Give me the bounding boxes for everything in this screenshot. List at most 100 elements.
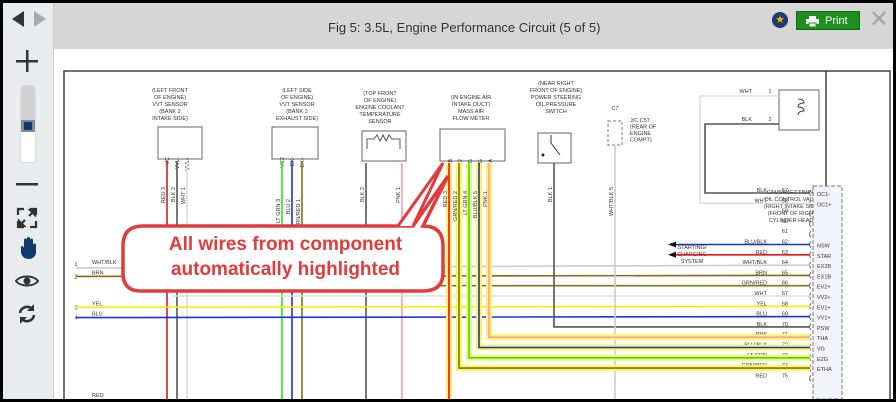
ecm-pin-number: 67	[782, 291, 788, 297]
vvt-intake-pin: VVL+	[185, 157, 191, 171]
left-wire-3	[75, 305, 811, 309]
ecm-wire-color-label: BLK	[757, 322, 768, 328]
left-wire-number: 1	[74, 262, 77, 268]
ocv-solenoid-icon	[797, 98, 805, 116]
maf-wire-label: LT GRN 4	[463, 191, 469, 215]
zoom-slider-handle[interactable]	[21, 120, 35, 132]
ecm-pin-number: 64	[782, 260, 788, 266]
maf-pin: +B	[448, 159, 454, 166]
left-wire-label: BRN	[92, 270, 104, 276]
ecm-pin-number: 59	[782, 209, 788, 215]
vvt-intake-wire-label: WHT 1	[181, 187, 187, 204]
ecm-connector-box	[812, 185, 843, 399]
maf-wire-label: BLU/BLK 5	[473, 191, 479, 218]
prev-arrow-icon[interactable]	[10, 10, 26, 28]
ecm-pin-number: 68	[782, 301, 788, 307]
ecm-pin-number: 61	[782, 229, 788, 235]
ecm-wire-color-label: BLU	[756, 312, 767, 318]
callout-line-1: All wires from component	[168, 234, 403, 255]
zoom-slider[interactable]	[20, 85, 36, 163]
maf-wire-label: GRN/RED 2	[453, 191, 459, 221]
arrow-icon	[668, 251, 676, 258]
next-arrow-icon[interactable]	[32, 10, 48, 28]
ecm-pin-terminal	[809, 210, 812, 217]
ecm-pin-number: 66	[782, 281, 788, 287]
thermistor-symbol	[366, 133, 401, 149]
zoom-in-icon[interactable]	[15, 49, 39, 73]
switch-contact	[550, 135, 561, 156]
vvt-exhaust-pin: EX+	[300, 157, 306, 168]
power-steering-switch-label-line: (NEAR RIGHT	[538, 81, 574, 87]
ecm-pin-number: 60	[782, 219, 788, 225]
maf-wire-e2g	[468, 163, 810, 359]
vvt-intake-pin: VVL-	[175, 157, 181, 169]
junction-label-line: ENGINE	[630, 131, 651, 137]
refresh-icon[interactable]	[16, 303, 38, 325]
oil-control-valve-label-line: OIL CONTROL VALVE	[764, 197, 820, 203]
vvt-exhaust-sensor-label-line: OF ENGINE)	[281, 95, 313, 101]
switch-terminal	[541, 153, 545, 157]
mass-air-flow-meter-label-line: MASS AIR	[458, 109, 484, 115]
power-steering-switch-label-line: FRONT OF ENGINE)	[530, 88, 583, 94]
junction-connector-box	[607, 120, 623, 146]
arrow-icon	[668, 241, 676, 248]
ecm-pin-number: 70	[782, 322, 788, 328]
figure-title: Fig 5: 3.5L, Engine Performance Circuit …	[328, 20, 601, 35]
ecm-pin-terminal	[809, 375, 812, 382]
maf-pin: E2	[458, 159, 464, 166]
vvt-exhaust-wire-label: GRN/RED 1	[296, 199, 302, 229]
junction-label-line: J/C C57	[630, 118, 650, 124]
fit-to-screen-icon[interactable]	[16, 207, 38, 229]
vvt-intake-sensor-label-line: (BANK 2	[159, 109, 180, 115]
ecm-pin-name: VG	[817, 347, 825, 353]
vvt-intake-sensor-label-line: VVT SENSOR	[152, 102, 187, 108]
power-steering-switch-label-line: OIL PRESSURE	[536, 102, 577, 108]
vvt-exhaust-wire-label: BLU 2	[286, 199, 292, 214]
vvt-exhaust-sensor-label-line: (BANK 2	[286, 109, 307, 115]
ecm-pin-name: OC1+	[817, 202, 832, 208]
maf-pin: VG	[478, 159, 484, 167]
view-eye-icon[interactable]	[15, 273, 39, 289]
ocv-box	[778, 89, 820, 131]
ecm-wire-color-label: GRN/RED	[742, 281, 767, 287]
left-wire-label: BLU	[92, 312, 103, 318]
mass-air-flow-meter-label-line: (IN ENGINE AIR	[451, 95, 491, 101]
ecm-wire-color-label: WHT	[754, 198, 767, 204]
ecm-pin-name: E2G	[817, 357, 828, 363]
ecm-pin-number: 65	[782, 270, 788, 276]
vvt-intake-wire-label: BLK 2	[171, 187, 177, 202]
pan-hand-icon[interactable]	[17, 236, 37, 260]
vvt-exhaust-sensor-label-line: (LEFT SIDE	[282, 88, 312, 94]
ecm-pin-name: ETHA	[817, 367, 832, 373]
coolant-temp-sensor-label-line: TEMPERATURE	[359, 112, 400, 118]
print-button[interactable]: Print	[796, 11, 860, 30]
zoom-out-icon[interactable]	[15, 181, 39, 189]
ecm-pin-number: 62	[782, 240, 788, 246]
left-wire-label: WHT/BLK	[92, 260, 117, 266]
ecm-pin-name: VV2+	[817, 295, 831, 301]
ecm-pin-number: 75	[782, 373, 788, 379]
ecm-wire-color-label: BLU/BLK	[744, 240, 767, 246]
ocv-wire-label: WHT	[739, 89, 752, 95]
vvt-exhaust-pin: EX-	[290, 157, 296, 166]
ecm-pin-name: EX1B	[817, 274, 831, 280]
ecm-wire-color-label: YEL	[757, 301, 767, 307]
ecm-wire-color-label: RED	[755, 250, 767, 256]
vvt-intake-sensor-label-line: INTAKE SIDE)	[152, 116, 188, 122]
mass-air-flow-meter-label-line: INTAKE DUCT)	[452, 102, 490, 108]
vvt-intake-wire-label: RED 3	[161, 187, 167, 203]
starting-charging-system-label-line: SYSTEM	[681, 259, 704, 265]
ps-switch-wire-label: BLK 1	[548, 187, 554, 202]
coolant-temp-sensor-label-line: (TOP FRONT	[363, 91, 397, 97]
ecm-pin-terminal	[809, 230, 812, 238]
coolant-temp-sensor-label-line: SENSOR	[368, 119, 391, 125]
close-icon[interactable]: ✕	[869, 6, 890, 33]
oil-control-valve-label-line: (RIGHT INTAKE SIDE)	[764, 204, 820, 210]
callout-line-2: automatically highlighted	[170, 259, 401, 280]
ecm-wire-color-label: BRN	[755, 270, 767, 276]
vvt-exhaust-wire-label: LT GRN 3	[276, 199, 282, 223]
coolant-sensor-wire-label: BLK 2	[360, 187, 366, 202]
maf-wire-e2	[458, 163, 810, 369]
favorite-star-icon[interactable]: ★	[772, 12, 788, 28]
ps-switch-wire	[553, 163, 810, 328]
